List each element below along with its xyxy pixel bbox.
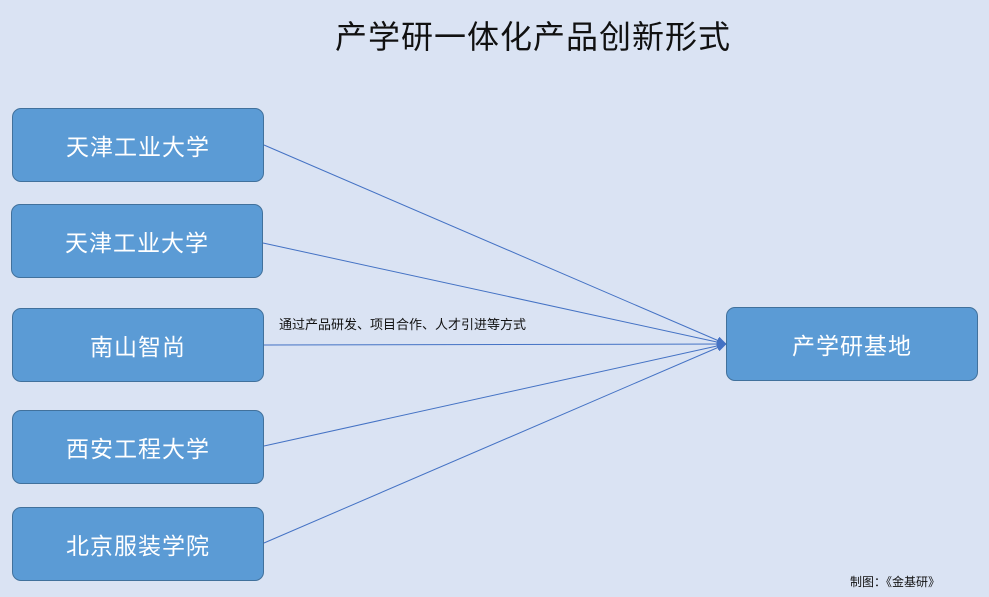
source-node-xian-polytechnic: 西安工程大学	[12, 410, 264, 484]
edge-label: 通过产品研发、项目合作、人才引进等方式	[279, 318, 527, 333]
source-node-tianjin-polytechnic-2: 天津工业大学	[11, 204, 263, 278]
arrow-from-source-3	[263, 340, 727, 349]
credit-text: 制图：《金基研》	[850, 575, 941, 589]
source-node-tianjin-polytechnic-1: 天津工业大学	[12, 108, 264, 182]
arrow-from-source-4	[263, 342, 727, 447]
arrow-from-source-1	[263, 144, 727, 345]
diagram-title: 产学研一体化产品创新形式	[334, 18, 731, 56]
arrow-from-source-5	[263, 343, 727, 544]
target-node-research-base: 产学研基地	[726, 307, 978, 381]
arrow-from-source-2	[262, 242, 727, 346]
source-node-beijing-fashion: 北京服装学院	[12, 507, 264, 581]
source-node-nanshan-zhishang: 南山智尚	[12, 308, 264, 382]
